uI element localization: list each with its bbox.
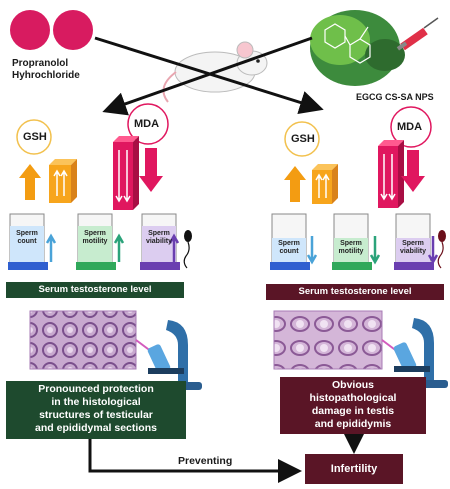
preventing-arrow	[88, 436, 302, 483]
infertility-box: Infertility	[305, 454, 403, 484]
tube-sperm-motility-right	[332, 213, 372, 270]
protection-box: Pronounced protection in the histologica…	[6, 381, 186, 439]
testosterone-bar-right: Serum testosterone level	[266, 284, 444, 300]
sperm-count-up-arrow-left	[45, 233, 57, 262]
sperm-icon-left	[183, 230, 192, 269]
drug-pill-2	[53, 10, 93, 50]
mda-block-right	[378, 140, 404, 208]
syringe-icon	[396, 17, 439, 51]
tube-label-motility-left-l1: Sperm	[84, 230, 106, 237]
sperm-motility-down-arrow-right	[369, 236, 381, 265]
damage-box: Obvious histopathological damage in test…	[280, 377, 426, 434]
gsh-label-right: GSH	[291, 133, 315, 145]
preventing-label: Preventing	[178, 455, 233, 467]
testosterone-bar-left: Serum testosterone level	[6, 282, 184, 298]
gsh-label-left: GSH	[23, 131, 47, 143]
left-drug-line2: Hyhrochloride	[12, 70, 80, 81]
tube-label-count-left: Sperm count	[10, 230, 44, 246]
tube-sperm-count-right	[270, 213, 310, 270]
tube-label-count-left-l2: count	[17, 238, 37, 245]
tube-label-motility-right: Sperm motility	[334, 240, 368, 256]
tube-label-count-right-l1: Sperm	[278, 240, 300, 247]
tube-sperm-count-left	[8, 213, 48, 270]
protection-line1: Pronounced protection	[38, 383, 154, 395]
gsh-circle-right	[284, 121, 320, 157]
tube-label-viability-right-l1: Sperm	[402, 240, 424, 247]
tube-label-viability-left-l2: viability	[145, 238, 173, 245]
tube-label-viability-left-l1: Sperm	[148, 230, 170, 237]
tube-label-viability-right-l2: viability	[399, 248, 427, 255]
sperm-count-down-arrow-right	[306, 236, 318, 265]
gsh-circle-left	[16, 119, 52, 155]
mda-label-right: MDA	[397, 121, 423, 133]
tube-label-count-left-l1: Sperm	[16, 230, 38, 237]
tube-sperm-viability-left	[140, 213, 180, 270]
damage-line2: histopathological	[309, 392, 397, 404]
tube-sperm-viability-right	[394, 213, 434, 270]
damage-line3: damage in testis	[311, 405, 395, 417]
mda-down-arrow-right	[401, 150, 425, 192]
egcg-leaf-icon	[310, 10, 405, 86]
histology-image-right	[273, 310, 383, 370]
sperm-viability-down-arrow-right	[427, 236, 439, 265]
tube-label-motility-right-l1: Sperm	[340, 240, 362, 247]
mda-circle-right	[390, 106, 432, 148]
gsh-up-arrow-left	[19, 164, 41, 200]
arrow-to-right-panel	[94, 36, 324, 115]
mda-down-arrow-left	[139, 148, 163, 192]
tube-label-count-right-l2: count	[279, 248, 299, 255]
histology-image-left	[29, 310, 137, 370]
mda-circle-left	[127, 103, 169, 145]
right-drug-label: EGCG CS-SA NPS	[356, 92, 434, 102]
gsh-block-right	[312, 164, 338, 204]
gsh-block-left	[49, 159, 77, 203]
tube-label-motility-left: Sperm motility	[78, 230, 112, 246]
tube-label-viability-left: Sperm viability	[142, 230, 176, 246]
mda-label-left: MDA	[134, 118, 160, 130]
gsh-up-arrow-right	[284, 166, 306, 202]
tube-label-motility-left-l2: motility	[82, 238, 108, 245]
sperm-icon-right	[437, 230, 446, 269]
protection-line3: structures of testicular	[39, 409, 153, 421]
sperm-viability-up-arrow-left	[168, 233, 180, 262]
microscope-icon-left	[146, 320, 202, 390]
damage-line1: Obvious	[331, 379, 374, 391]
drug-pill-1	[10, 10, 50, 50]
sperm-motility-up-arrow-left	[113, 233, 125, 262]
left-drug-line1: Propranolol	[12, 58, 69, 69]
protection-line4: and epididymal sections	[35, 422, 157, 434]
arrow-to-left-panel	[102, 36, 313, 116]
left-drug-label: Propranolol Hyhrochloride	[12, 58, 80, 82]
damage-line4: and epididymis	[314, 418, 392, 430]
tube-sperm-motility-left	[76, 213, 116, 270]
tube-label-motility-right-l2: motility	[338, 248, 364, 255]
tube-label-viability-right: Sperm viability	[396, 240, 430, 256]
tube-label-count-right: Sperm count	[272, 240, 306, 256]
protection-line2: in the histological	[51, 396, 141, 408]
mda-block-left	[113, 136, 139, 210]
